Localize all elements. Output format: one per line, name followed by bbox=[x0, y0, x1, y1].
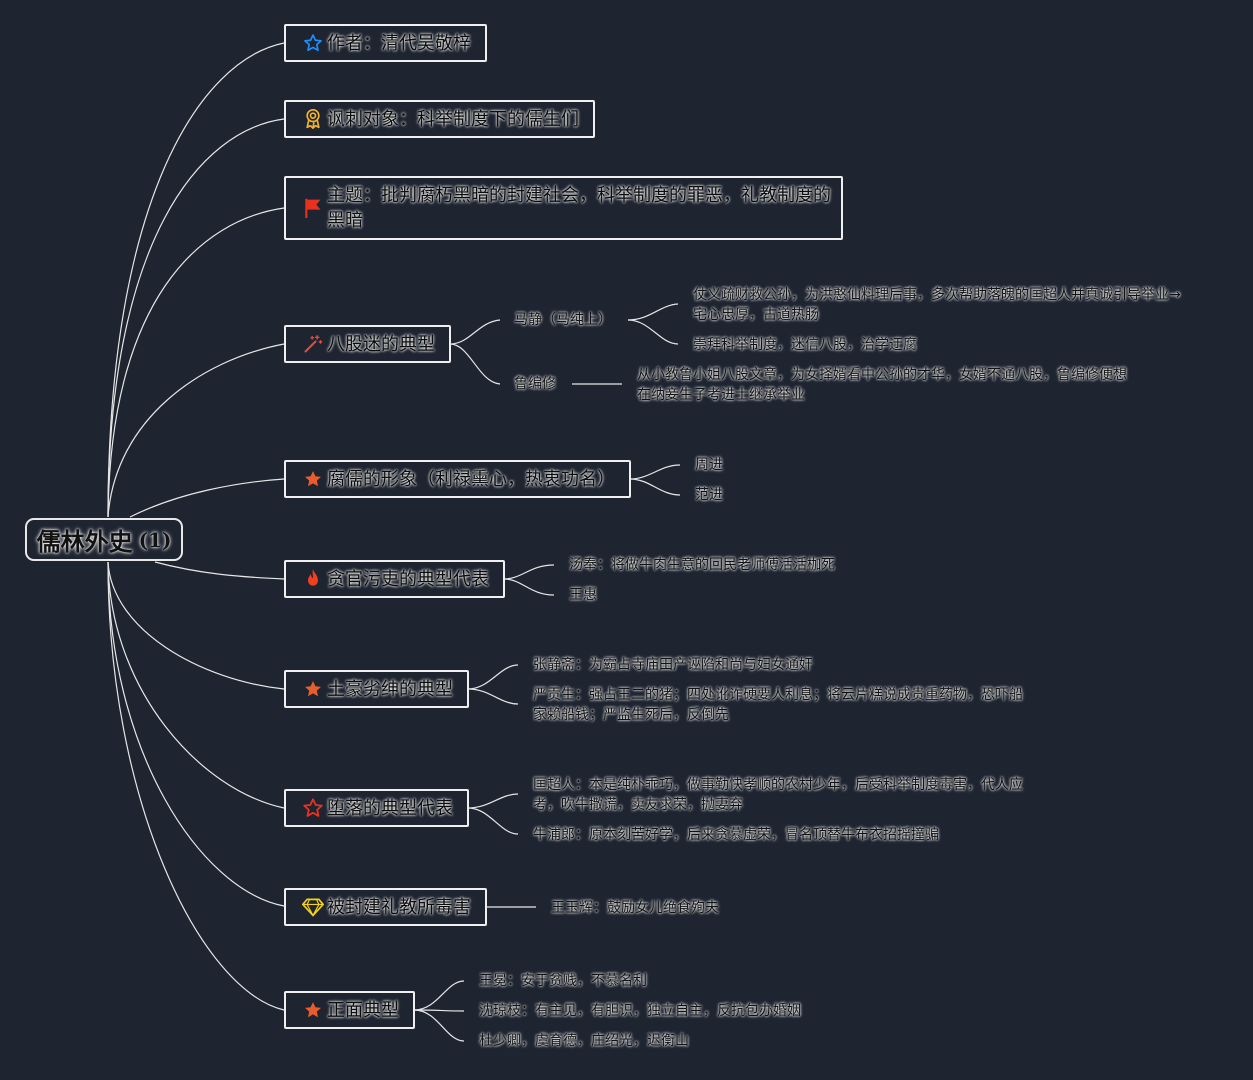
edge-tanguan-1 bbox=[503, 564, 555, 580]
star-outline-blue-icon bbox=[302, 32, 324, 54]
award-medal-icon bbox=[302, 108, 324, 130]
edge-zhengmian-1 bbox=[413, 980, 465, 1011]
subtopic-kuangchaoren[interactable]: 匡超人：本是纯朴乖巧，做事勤快孝顺的农村少年，后受科举制度毒害，代人应考，吹牛撒… bbox=[533, 777, 1023, 813]
edge-furu-2 bbox=[629, 478, 681, 496]
topic-tuhao-text: 土豪劣绅的典型 bbox=[327, 678, 453, 700]
edge-tanguan-2 bbox=[503, 578, 555, 596]
subtopic-niupulang[interactable]: 牛浦郎：原本刻苦好学，后来贪慕虚荣，冒名顶替牛布衣招摇撞骗 bbox=[533, 827, 939, 843]
subtopic-lubianxiu-detail[interactable]: 从小教鲁小姐八股文章，为女择婿看中公孙的才华，女婿不通八股，鲁编修便想在纳妾生子… bbox=[637, 367, 1127, 403]
edge-majing-2 bbox=[627, 319, 679, 345]
edge-root-author bbox=[107, 42, 285, 518]
topic-tuhao[interactable]: 土豪劣绅的典型 bbox=[284, 670, 469, 708]
star-filled-orange-icon bbox=[302, 468, 324, 490]
subtopic-majing[interactable]: 马静（马纯上） bbox=[514, 312, 612, 328]
topic-lijiao[interactable]: 被封建礼教所毒害 bbox=[284, 888, 487, 926]
subtopic-shenqiongzhi[interactable]: 沈琼枝：有主见，有胆识，独立自主，反抗包办婚姻 bbox=[479, 1003, 801, 1019]
edge-root-target bbox=[107, 118, 285, 518]
edge-majing-1 bbox=[627, 303, 679, 321]
topic-furu[interactable]: 腐儒的形象（利禄熏心，热衷功名） bbox=[284, 460, 631, 498]
fire-icon bbox=[302, 568, 324, 590]
diamond-icon bbox=[302, 896, 324, 918]
star-filled-orange-icon bbox=[302, 678, 324, 700]
subtopic-dushaoqing[interactable]: 杜少卿，虞育德，庄绍光，迟衡山 bbox=[479, 1033, 689, 1049]
topic-target-text: 讽刺对象：科举制度下的儒生们 bbox=[327, 108, 579, 130]
edge-tuhao-1 bbox=[467, 664, 519, 690]
red-flag-icon bbox=[302, 197, 324, 219]
subtopic-majing-detail-2[interactable]: 崇拜科举制度，迷信八股，治学迂腐 bbox=[693, 337, 917, 353]
topic-duoluo-text: 堕落的典型代表 bbox=[327, 797, 453, 819]
edge-zhengmian-3 bbox=[413, 1009, 465, 1042]
edge-furu-1 bbox=[629, 464, 681, 480]
edge-duoluo-1 bbox=[467, 793, 519, 809]
topic-tanguan[interactable]: 贪官污吏的典型代表 bbox=[284, 560, 505, 598]
edge-root-furu bbox=[129, 478, 285, 518]
edge-duoluo-2 bbox=[467, 807, 519, 835]
topic-zhengmian-text: 正面典型 bbox=[327, 999, 399, 1021]
topic-author[interactable]: 作者：清代吴敬梓 bbox=[284, 24, 487, 62]
edge-root-bagu bbox=[107, 343, 285, 518]
edge-root-duoluo bbox=[107, 561, 285, 809]
subtopic-yangongsheng[interactable]: 严贡生：强占王二的猪；四处讹诈硬要人利息；将云片糕说成贵重药物，恐吓船家赖船钱；… bbox=[533, 687, 1023, 723]
edge-root-lijiao bbox=[107, 561, 285, 907]
subtopic-zhangjingzhai[interactable]: 张静斋：为霸占寺庙田产诬陷和尚与妇女通奸 bbox=[533, 657, 813, 673]
topic-theme[interactable]: 主题：批判腐朽黑暗的封建社会，科举制度的罪恶，礼教制度的黑暗 bbox=[284, 176, 843, 240]
subtopic-lubianxiu[interactable]: 鲁编修 bbox=[514, 376, 556, 392]
magic-wand-icon bbox=[302, 333, 324, 355]
topic-lijiao-text: 被封建礼教所毒害 bbox=[327, 896, 471, 918]
topic-bagu[interactable]: 八股迷的典型 bbox=[284, 325, 451, 363]
topic-bagu-text: 八股迷的典型 bbox=[327, 333, 435, 355]
topic-author-text: 作者：清代吴敬梓 bbox=[327, 32, 471, 54]
edge-root-theme bbox=[107, 207, 285, 518]
root-count: (1) bbox=[138, 527, 172, 552]
subtopic-majing-detail-1[interactable]: 仗义疏财救公孙，为洪憨仙料理后事，多次帮助落魄的匡超人并真诚引导举业→宅心忠厚，… bbox=[693, 287, 1181, 323]
subtopic-wanghui[interactable]: 王惠 bbox=[569, 587, 597, 603]
edge-root-tanguan bbox=[154, 561, 285, 580]
subtopic-wangmian[interactable]: 王冕：安于贫贱，不慕名利 bbox=[479, 973, 647, 989]
edge-bagu-majing bbox=[449, 319, 501, 345]
topic-furu-text: 腐儒的形象（利禄熏心，热衷功名） bbox=[327, 468, 615, 490]
root-title: 儒林外史 bbox=[36, 528, 133, 556]
subtopic-fanjin[interactable]: 范进 bbox=[695, 487, 723, 503]
star-outline-red-icon bbox=[302, 797, 324, 819]
edge-root-tuhao bbox=[107, 561, 285, 690]
topic-zhengmian[interactable]: 正面典型 bbox=[284, 991, 415, 1029]
subtopic-wangyuhui[interactable]: 王玉辉：鼓励女儿绝食殉夫 bbox=[551, 900, 719, 916]
topic-duoluo[interactable]: 堕落的典型代表 bbox=[284, 789, 469, 827]
subtopic-zhoujin[interactable]: 周进 bbox=[695, 457, 723, 473]
edge-bagu-lubianxiu bbox=[449, 343, 501, 385]
star-filled-orange-icon bbox=[302, 999, 324, 1021]
edge-tuhao-2 bbox=[467, 688, 519, 705]
subtopic-tangfeng[interactable]: 汤奉：将做牛肉生意的回民老师傅活活枷死 bbox=[569, 557, 835, 573]
topic-tanguan-text: 贪官污吏的典型代表 bbox=[327, 568, 489, 590]
topic-theme-text: 主题：批判腐朽黑暗的封建社会，科举制度的罪恶，礼教制度的黑暗 bbox=[327, 185, 831, 231]
topic-target[interactable]: 讽刺对象：科举制度下的儒生们 bbox=[284, 100, 595, 138]
root-topic[interactable]: 儒林外史 (1) bbox=[25, 518, 183, 561]
edge-root-zhengmian bbox=[107, 561, 285, 1011]
